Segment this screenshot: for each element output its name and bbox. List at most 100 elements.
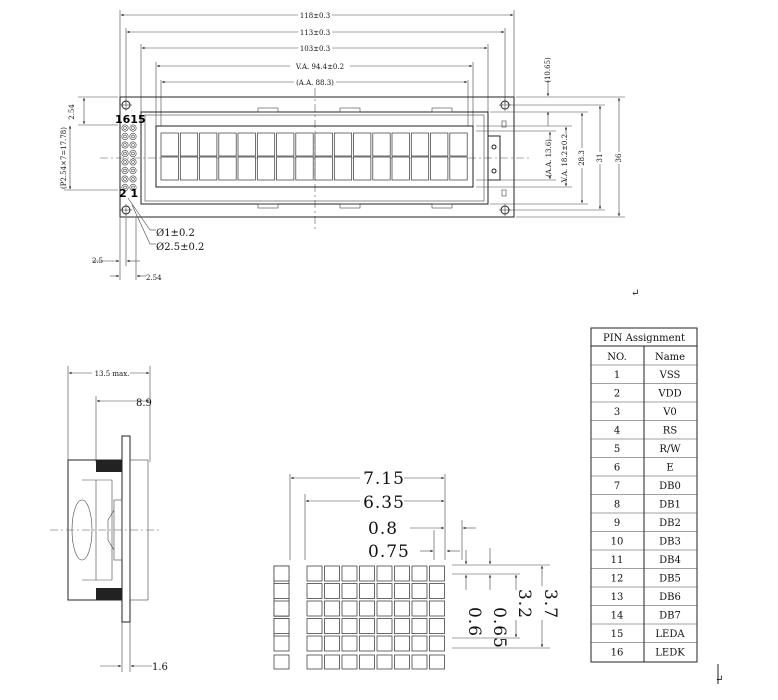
character-cell xyxy=(199,156,218,181)
character-cell xyxy=(314,132,333,157)
pin-hole xyxy=(123,151,127,156)
dot-cell xyxy=(429,635,445,652)
dot-cell xyxy=(359,583,375,599)
dim-8.9: 8.9 xyxy=(136,398,152,409)
character-cell xyxy=(372,132,391,157)
dim-3.2: 3.2 xyxy=(514,589,534,619)
dot-cell xyxy=(411,600,428,617)
dot-cell xyxy=(394,565,410,582)
dim-3.7: 3.7 xyxy=(540,589,560,619)
character-cell xyxy=(276,156,295,181)
character-cell xyxy=(237,156,256,181)
pin-name: E xyxy=(666,463,673,474)
pin-name: DB6 xyxy=(659,592,681,603)
character-cell xyxy=(295,132,314,157)
pin-name: DB7 xyxy=(659,611,681,622)
character-cell xyxy=(391,132,410,157)
pin-pad xyxy=(129,158,137,166)
mounting-hole xyxy=(120,99,132,111)
pin-pad xyxy=(121,124,129,132)
character-cell xyxy=(256,156,276,181)
pin-number: 4 xyxy=(614,426,620,437)
pin-number: 7 xyxy=(614,481,620,492)
pin-pad xyxy=(129,150,137,158)
pin-name: DB4 xyxy=(659,555,681,566)
pin-table-header-name: Name xyxy=(655,352,685,363)
pin-table-header-no: NO. xyxy=(607,352,627,363)
character-cell xyxy=(179,132,199,157)
dim-103: 103±0.3 xyxy=(300,45,330,53)
pin-hole xyxy=(131,134,135,139)
dot-cell xyxy=(376,635,393,652)
dot-cell xyxy=(324,635,340,652)
character-cell xyxy=(179,156,199,181)
character-cell xyxy=(430,156,449,181)
cursor-cell xyxy=(411,654,428,670)
dot-cell xyxy=(376,618,393,634)
pin-pad xyxy=(121,158,129,166)
dot-cell xyxy=(411,635,428,652)
pin-header xyxy=(121,124,137,192)
character-cell xyxy=(449,156,468,181)
dim-2.5: 2.5 xyxy=(92,257,103,265)
dim-113: 113±0.3 xyxy=(300,29,330,37)
dim-6.35: 6.35 xyxy=(363,493,405,513)
character-detail: 7.15 6.35 0.8 0.75 3.7 3.2 0.65 0.6 xyxy=(273,466,560,670)
dot-cell xyxy=(411,618,428,634)
pin-name: VDD xyxy=(657,389,681,400)
pin-name: RS xyxy=(663,426,678,437)
dot-cell xyxy=(376,600,393,617)
dot-cell xyxy=(306,583,323,599)
character-cell xyxy=(372,156,391,181)
cursor-cell xyxy=(324,654,340,670)
dot-cell xyxy=(306,635,323,652)
pin-name: DB2 xyxy=(659,518,681,529)
dim-aa-height: (A.A. 13.6) xyxy=(545,139,553,177)
pin-pad xyxy=(129,133,137,141)
pin-number: 12 xyxy=(611,574,624,585)
pin-number: 3 xyxy=(614,407,620,418)
pin-number: 16 xyxy=(611,648,624,659)
dim-left-2.54: 2.54 xyxy=(68,104,76,120)
character-cell xyxy=(430,132,449,157)
dot-cell xyxy=(273,565,290,582)
character-cell xyxy=(160,156,179,181)
dot-cell xyxy=(306,618,323,634)
character-cell xyxy=(333,132,353,157)
pin-pad xyxy=(121,141,129,149)
dot-cell xyxy=(341,618,358,634)
dim-hole-2.5: Ø2.5±0.2 xyxy=(156,242,204,253)
character-cell-grid xyxy=(160,132,468,181)
pcb-outline xyxy=(119,96,515,218)
top-view: 118±0.3 113±0.3 103±0.3 V.A. 94.4±0.2 (A… xyxy=(60,10,639,299)
dim-10.65: (10.65) xyxy=(544,57,552,83)
dot-cell xyxy=(324,600,340,617)
dot-cell xyxy=(324,583,340,599)
pin-hole xyxy=(131,177,135,181)
dim-28.3: 28.3 xyxy=(578,150,586,166)
pin-number: 15 xyxy=(611,629,624,640)
character-cell xyxy=(353,132,372,157)
dim-2.54: 2.54 xyxy=(146,274,162,282)
dim-36: 36 xyxy=(615,153,623,162)
pin-name: DB5 xyxy=(659,574,681,585)
side-view: 13.5 max. 8.9 1.6 xyxy=(50,366,168,673)
pin-name: LEDK xyxy=(655,648,685,659)
pin-name: DB0 xyxy=(659,481,681,492)
pin-number: 5 xyxy=(614,444,620,455)
dot-cell xyxy=(273,618,290,634)
cursor-cell xyxy=(376,654,393,670)
dot-cell xyxy=(429,583,445,599)
character-cell xyxy=(256,132,276,157)
character-cell xyxy=(199,132,218,157)
pin-hole xyxy=(131,126,135,130)
viewing-area xyxy=(155,125,474,188)
pin-hole xyxy=(123,177,127,181)
character-cell xyxy=(353,156,372,181)
pin-hole xyxy=(131,143,135,147)
dot-cell xyxy=(429,618,445,634)
dot-cell xyxy=(394,583,410,599)
dot-cell xyxy=(429,565,445,582)
